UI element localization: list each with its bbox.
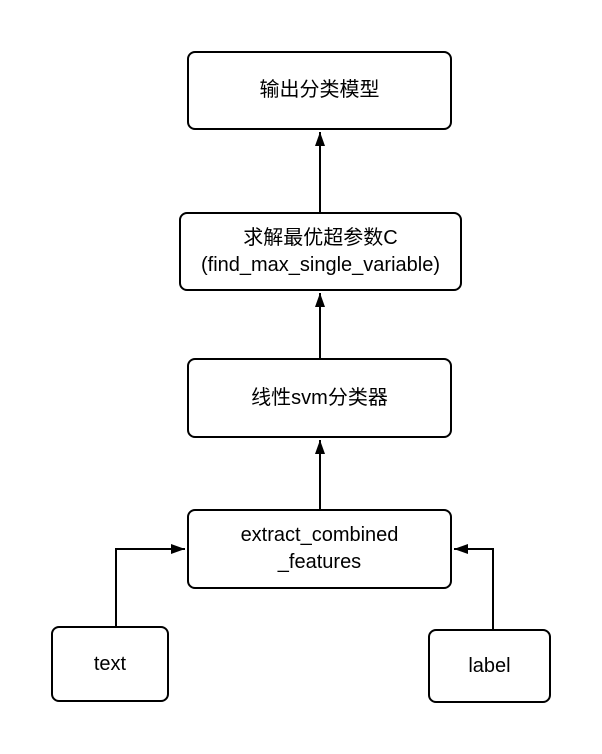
node-text-source: text — [51, 626, 169, 702]
node-linear-svm-label: 线性svm分类器 — [251, 386, 388, 409]
node-output-model: 输出分类模型 — [187, 51, 452, 130]
node-solve-hyperparam: 求解最优超参数C (find_max_single_variable) — [179, 212, 462, 291]
arrow-text-to-extract-features — [115, 544, 185, 626]
node-solve-hyperparam-label-line2: (find_max_single_variable) — [200, 253, 440, 276]
node-output-model-label: 输出分类模型 — [259, 79, 380, 101]
node-extract-features-label-line1: extract_combined — [240, 524, 399, 546]
node-label-source-label: label — [468, 654, 511, 677]
node-label-source: label — [428, 629, 551, 703]
node-solve-hyperparam-label-line1: 求解最优超参数C — [243, 226, 398, 249]
node-linear-svm: 线性svm分类器 — [187, 358, 452, 438]
node-text-source-label: text — [93, 652, 127, 675]
node-extract-features: extract_combined _features — [187, 509, 452, 589]
arrow-label-to-extract-features — [454, 544, 494, 629]
node-extract-features-label-line2: _features — [277, 551, 362, 573]
